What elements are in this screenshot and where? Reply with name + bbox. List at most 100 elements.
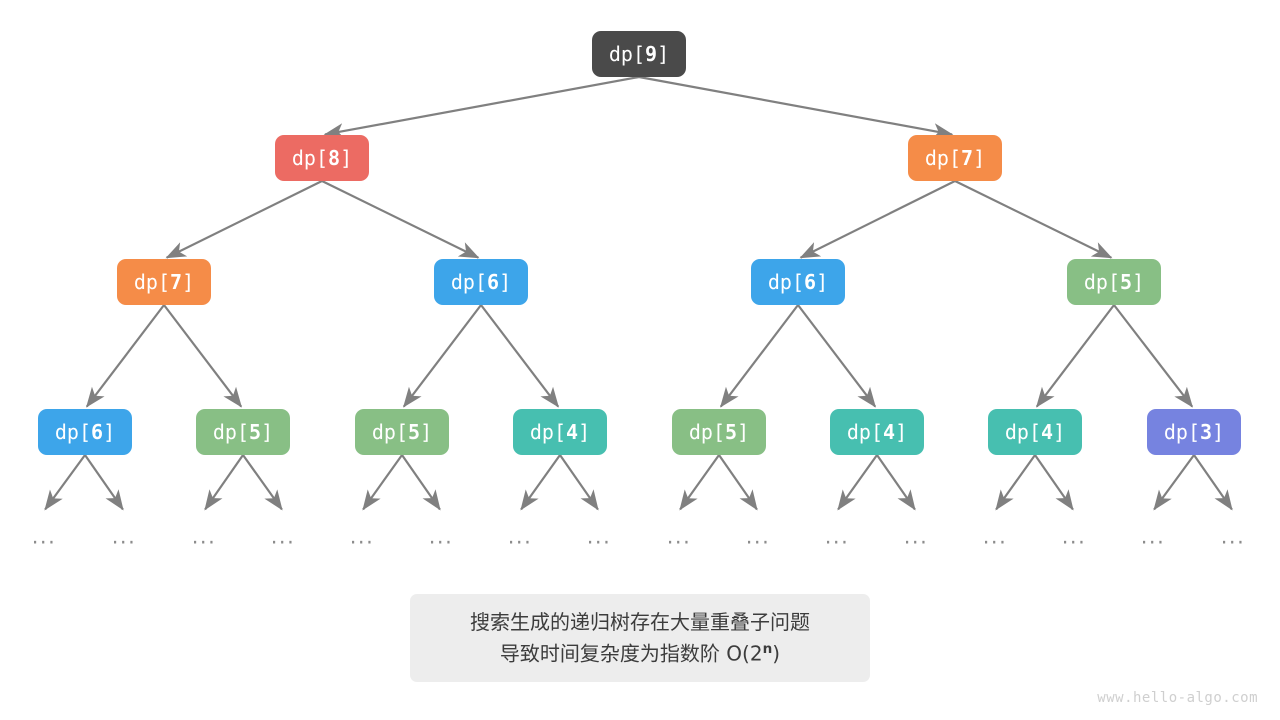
node-label: dp[6]: [54, 420, 116, 444]
tree-node-dp7-n2: dp[7]: [908, 135, 1002, 181]
node-index: 6: [804, 270, 817, 294]
tree-node-dp4-n12: dp[4]: [830, 409, 924, 455]
tree-node-dp3-n14: dp[3]: [1147, 409, 1241, 455]
node-index: 5: [249, 420, 262, 444]
tree-node-dp8-n1: dp[8]: [275, 135, 369, 181]
edge-n1-n3: [165, 180, 323, 259]
leaf-edge-n8-3: [242, 454, 283, 511]
edge-group: [44, 75, 1233, 511]
edge-n2-n6: [954, 180, 1113, 259]
tree-node-dp5-n8: dp[5]: [196, 409, 290, 455]
edge-n0-n1: [323, 75, 640, 139]
node-index: 7: [170, 270, 183, 294]
leaf-edge-n13-13: [1034, 454, 1074, 511]
node-index: 5: [408, 420, 421, 444]
edge-n3-n7: [85, 304, 165, 408]
tree-node-dp5-n9: dp[5]: [355, 409, 449, 455]
edge-n2-n5: [799, 180, 956, 259]
caption-line-2: 导致时间复杂度为指数阶 O(2n): [500, 641, 780, 667]
complexity-open: O(2: [726, 641, 763, 666]
leaf-edge-n11-9: [718, 454, 758, 511]
ellipsis-marker: ...: [666, 524, 692, 549]
ellipsis-marker: ...: [903, 524, 929, 549]
ellipsis-marker: ...: [586, 524, 612, 549]
leaf-edge-n9-4: [362, 454, 403, 511]
leaf-edge-n12-10: [837, 454, 878, 511]
tree-node-dp5-n11: dp[5]: [672, 409, 766, 455]
ellipsis-marker: ...: [111, 524, 137, 549]
node-label: dp[6]: [767, 270, 829, 294]
complexity-close: ): [772, 641, 781, 666]
node-index: 5: [725, 420, 738, 444]
node-label: dp[5]: [212, 420, 274, 444]
tree-node-dp6-n7: dp[6]: [38, 409, 132, 455]
tree-node-dp9-n0: dp[9]: [592, 31, 686, 77]
caption-line-1: 搜索生成的递归树存在大量重叠子问题: [470, 609, 810, 634]
node-label: dp[5]: [688, 420, 750, 444]
node-label: dp[5]: [1083, 270, 1145, 294]
edge-n1-n4: [321, 180, 480, 259]
node-index: 4: [566, 420, 579, 444]
tree-node-dp6-n5: dp[6]: [751, 259, 845, 305]
ellipsis-marker: ...: [428, 524, 454, 549]
leaf-edge-n10-6: [520, 454, 561, 511]
ellipsis-marker: ...: [349, 524, 375, 549]
caption-box: 搜索生成的递归树存在大量重叠子问题 导致时间复杂度为指数阶 O(2n): [410, 594, 870, 682]
edge-n6-n13: [1035, 304, 1115, 408]
edge-n5-n11: [719, 304, 799, 408]
node-index: 4: [1041, 420, 1054, 444]
leaf-edge-n12-11: [876, 454, 916, 511]
ellipsis-marker: ...: [1140, 524, 1166, 549]
edge-n0-n2: [638, 75, 954, 139]
node-label: dp[4]: [1004, 420, 1066, 444]
node-label: dp[5]: [371, 420, 433, 444]
ellipsis-marker: ...: [507, 524, 533, 549]
tree-node-dp6-n4: dp[6]: [434, 259, 528, 305]
leaf-edge-n7-0: [44, 454, 86, 511]
node-label: dp[7]: [924, 146, 986, 170]
leaf-edge-n7-1: [84, 454, 124, 511]
tree-node-dp7-n3: dp[7]: [117, 259, 211, 305]
leaf-edge-n9-5: [401, 454, 441, 511]
node-index: 3: [1200, 420, 1213, 444]
ellipsis-marker: ...: [745, 524, 771, 549]
node-index: 6: [487, 270, 500, 294]
leaf-edge-n13-12: [995, 454, 1036, 511]
edge-n3-n8: [163, 304, 243, 408]
node-label: dp[7]: [133, 270, 195, 294]
edge-n4-n9: [402, 304, 482, 408]
node-label: dp[8]: [291, 146, 353, 170]
node-label: dp[3]: [1163, 420, 1225, 444]
edge-n5-n12: [797, 304, 877, 408]
node-index: 4: [883, 420, 896, 444]
tree-node-dp4-n13: dp[4]: [988, 409, 1082, 455]
watermark: www.hello-algo.com: [1097, 690, 1258, 706]
leaf-edge-n8-2: [204, 454, 244, 511]
ellipsis-marker: ...: [191, 524, 217, 549]
ellipsis-marker: ...: [1061, 524, 1087, 549]
node-label: dp[9]: [608, 42, 670, 66]
caption-line-2-prefix: 导致时间复杂度为指数阶: [499, 641, 727, 666]
node-label: dp[4]: [846, 420, 908, 444]
complexity-exponent: n: [762, 640, 773, 657]
leaf-edge-n10-7: [559, 454, 599, 511]
node-label: dp[4]: [529, 420, 591, 444]
tree-node-dp5-n6: dp[5]: [1067, 259, 1161, 305]
node-index: 9: [645, 42, 658, 66]
leaf-edge-n14-14: [1153, 454, 1195, 511]
leaf-edge-n14-15: [1193, 454, 1233, 511]
ellipsis-marker: ...: [982, 524, 1008, 549]
tree-node-dp4-n10: dp[4]: [513, 409, 607, 455]
node-index: 8: [328, 146, 341, 170]
node-index: 6: [91, 420, 104, 444]
node-index: 7: [961, 146, 974, 170]
leaf-edge-n11-8: [679, 454, 720, 511]
ellipsis-marker: ...: [824, 524, 850, 549]
ellipsis-marker: ...: [270, 524, 296, 549]
edge-n4-n10: [480, 304, 560, 408]
ellipsis-marker: ...: [1220, 524, 1246, 549]
node-index: 5: [1120, 270, 1133, 294]
edge-n6-n14: [1113, 304, 1194, 408]
